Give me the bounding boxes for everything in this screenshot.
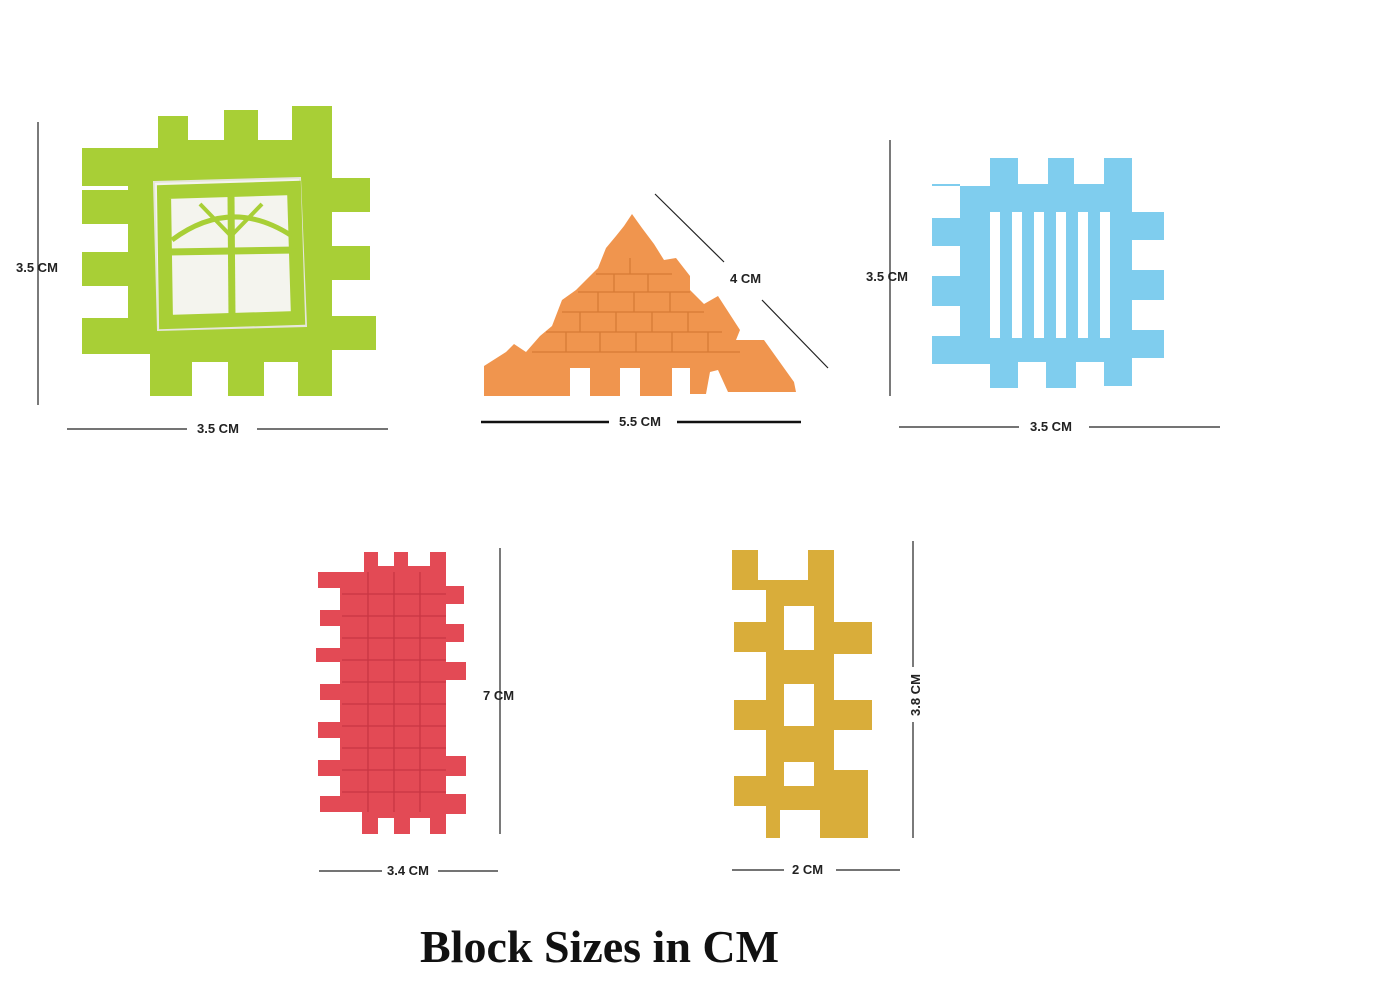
brick-width-dimension: 3.4 CM: [319, 863, 498, 878]
triangle-side-dimension: 4 CM: [654, 193, 829, 369]
green-window-block: [82, 106, 376, 396]
triangle-base-label: 5.5 CM: [619, 414, 661, 429]
ladder-width-dimension: 2 CM: [732, 862, 900, 877]
window-width-label: 3.5 CM: [197, 421, 239, 436]
orange-triangle-shape: [484, 214, 796, 396]
red-brick-block: [316, 552, 466, 834]
grill-height-label: 3.5 CM: [866, 269, 908, 284]
triangle-base-dimension: 5.5 CM: [481, 414, 801, 429]
orange-triangle-block: [484, 214, 796, 396]
red-brick-shape: [316, 552, 466, 834]
grill-width-dimension: 3.5 CM: [899, 419, 1220, 434]
brick-height-dimension: 7 CM: [483, 548, 514, 834]
grill-width-label: 3.5 CM: [1030, 419, 1072, 434]
window-muntins: [156, 180, 306, 330]
brick-height-label: 7 CM: [483, 688, 514, 703]
window-height-label: 3.5 CM: [16, 260, 58, 275]
brick-texture: [532, 258, 740, 353]
ladder-height-label: 3.8 CM: [908, 674, 923, 716]
ladder-height-dimension: 3.8 CM: [908, 541, 923, 838]
window-height-dimension: 3.5 CM: [16, 122, 58, 405]
brick-width-label: 3.4 CM: [387, 863, 429, 878]
yellow-ladder-block: [732, 550, 872, 838]
blue-grill-block: [932, 158, 1164, 388]
ladder-width-label: 2 CM: [792, 862, 823, 877]
yellow-ladder-shape: [732, 550, 872, 838]
diagram-title: Block Sizes in CM: [420, 921, 779, 972]
grill-height-dimension: 3.5 CM: [866, 140, 908, 396]
triangle-side-label: 4 CM: [730, 271, 761, 286]
window-width-dimension: 3.5 CM: [67, 421, 388, 436]
blue-grill-shape: [932, 158, 1164, 388]
brick-grid: [342, 572, 446, 812]
